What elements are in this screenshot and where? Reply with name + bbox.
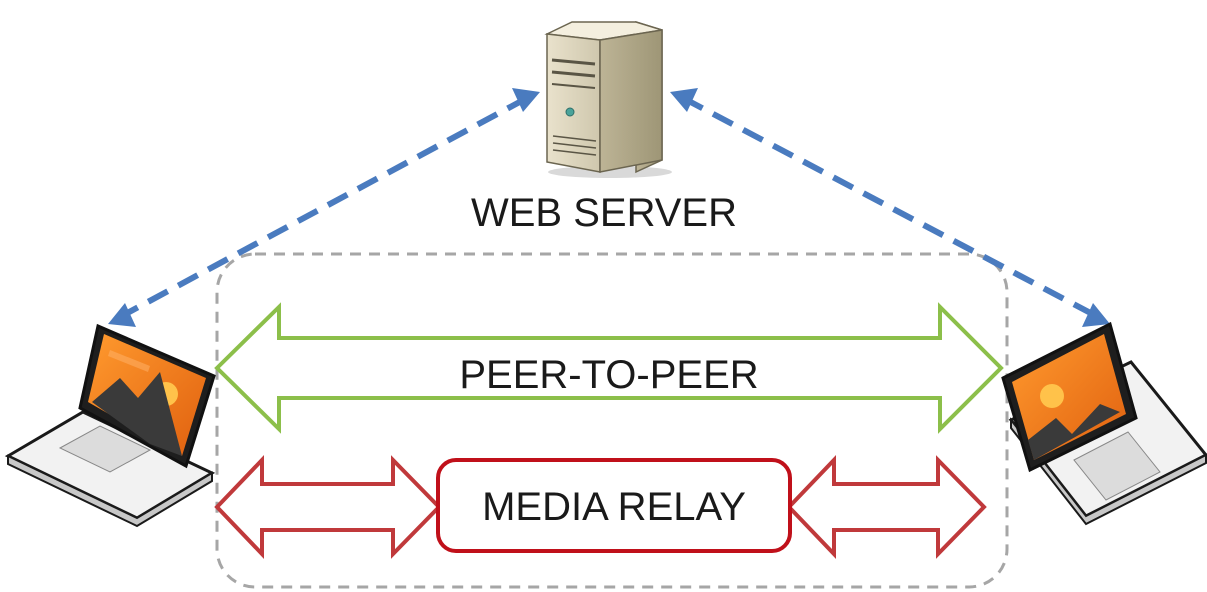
media-relay-box xyxy=(436,458,792,553)
server-label: WEB SERVER xyxy=(471,191,737,235)
server-tower-icon xyxy=(544,20,672,178)
laptop-icon xyxy=(1001,321,1207,526)
peer-to-peer-label: PEER-TO-PEER xyxy=(459,353,758,397)
laptop-icon xyxy=(4,323,216,528)
signaling-arrow-left xyxy=(108,88,540,327)
relay-arrow-left xyxy=(214,455,442,559)
signaling-arrow-right xyxy=(670,88,1110,327)
media-relay-label: MEDIA RELAY xyxy=(482,485,746,529)
connection-group-border xyxy=(215,252,1009,589)
relay-arrow-right xyxy=(786,455,987,559)
peer-to-peer-arrow xyxy=(214,302,1004,434)
